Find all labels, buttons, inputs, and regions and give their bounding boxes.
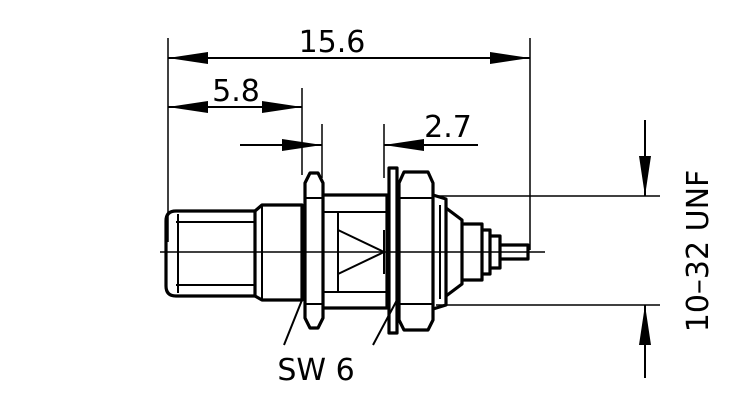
dimension-overall-length: 15.6 xyxy=(167,25,531,250)
rear-taper xyxy=(445,206,464,298)
dimension-flange-width: 2.7 xyxy=(240,110,478,178)
arrowhead-left xyxy=(282,139,322,151)
wrench-size-label: SW 6 xyxy=(277,353,354,388)
wrench-size-callout: SW 6 xyxy=(277,299,398,388)
coupling-neck xyxy=(253,203,304,302)
arrowhead-top xyxy=(639,156,651,196)
dimension-thread: 10–32 UNF xyxy=(436,120,716,378)
front-plug xyxy=(164,209,257,298)
arrowhead-right xyxy=(262,101,302,113)
thread-spec-label: 10–32 UNF xyxy=(681,170,716,333)
panel-washer xyxy=(387,166,399,335)
solder-cup xyxy=(490,234,502,270)
arrowhead-bottom xyxy=(639,305,651,345)
arrowhead-left xyxy=(168,52,208,64)
body-length-label: 5.8 xyxy=(212,74,260,109)
flange-width-label: 2.7 xyxy=(424,110,472,145)
solder-cup-step xyxy=(482,228,492,276)
left-hex-nut xyxy=(303,171,325,330)
arrowhead-right xyxy=(384,139,424,151)
rear-collar xyxy=(432,193,448,311)
dimension-body-length: 5.8 xyxy=(168,74,303,175)
threaded-body xyxy=(323,193,389,310)
arrowhead-left xyxy=(168,101,208,113)
leader-line-left xyxy=(283,299,303,346)
leader-line-right xyxy=(372,299,398,346)
overall-length-label: 15.6 xyxy=(299,25,366,60)
arrowhead-right xyxy=(490,52,530,64)
right-hex-nut xyxy=(397,170,435,332)
connector-body xyxy=(164,166,530,335)
solder-cup-body xyxy=(462,222,484,282)
center-pin xyxy=(500,243,530,261)
